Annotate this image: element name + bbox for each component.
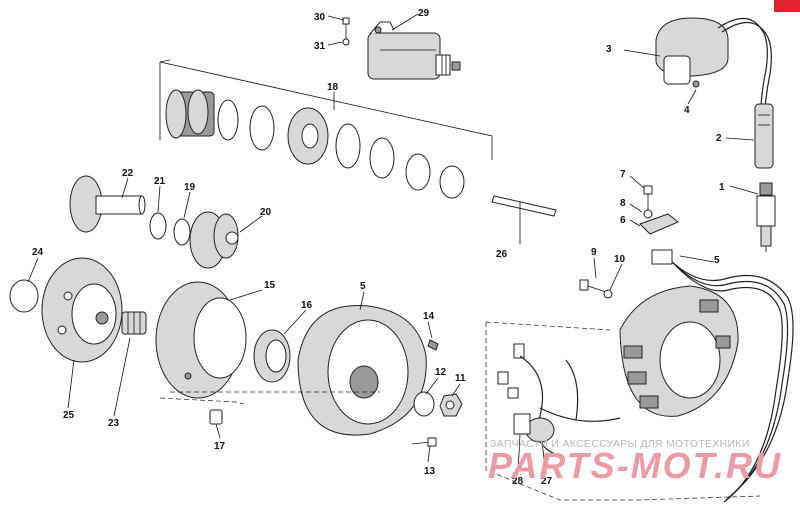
- washer-10: [603, 289, 613, 299]
- bolt-13: [411, 437, 437, 447]
- spark-plug-cap: [754, 103, 774, 169]
- callout-7: 7: [620, 169, 626, 180]
- group-bracket-18: [159, 59, 493, 160]
- callout-4: 4: [684, 105, 690, 116]
- starter-motor: [367, 21, 461, 80]
- dowel-pin: [491, 195, 557, 244]
- callout-18: 18: [327, 82, 339, 93]
- nut-11: [439, 393, 463, 417]
- harness-box: [485, 322, 761, 501]
- gear-20: [189, 211, 239, 269]
- callout-14: 14: [423, 311, 435, 322]
- callout-6: 6: [620, 215, 626, 226]
- callout-16: 16: [301, 300, 313, 311]
- callout-30: 30: [314, 12, 326, 23]
- spark-plug: [756, 182, 776, 252]
- callout-19: 19: [184, 182, 196, 193]
- leader-lines: [27, 13, 759, 475]
- callout-5-flywheel: 5: [360, 281, 366, 292]
- callouts: 30 29 31 3 4 18 2 1 22 21 19 7 8 6 20 26…: [32, 8, 725, 487]
- callout-2: 2: [716, 133, 722, 144]
- circlip-a: [249, 105, 275, 151]
- callout-10: 10: [614, 254, 626, 265]
- callout-28: 28: [512, 476, 524, 487]
- ignition-coil: [655, 17, 772, 135]
- callout-15: 15: [264, 280, 276, 291]
- callout-5-stator: 5: [714, 255, 720, 266]
- washer-b: [369, 137, 395, 179]
- connector-28: [513, 413, 531, 435]
- callout-26: 26: [496, 249, 508, 260]
- washer-a: [217, 99, 239, 141]
- starter-clutch-15: [155, 281, 247, 399]
- watermark-tagline: ЗАПЧАСТИ И АКСЕССУАРЫ ДЛЯ МОТОТЕХНИКИ: [490, 438, 750, 450]
- corner-badge: [774, 0, 800, 12]
- callout-27: 27: [541, 476, 553, 487]
- flywheel-gear-25: [41, 257, 123, 363]
- callout-9: 9: [591, 247, 597, 258]
- callout-22: 22: [122, 168, 134, 179]
- bolt-9: [579, 279, 607, 293]
- callout-29: 29: [418, 8, 430, 19]
- washer-21: [149, 212, 167, 240]
- washer-19: [173, 218, 191, 246]
- callout-8: 8: [620, 198, 626, 209]
- callout-24: 24: [32, 247, 44, 258]
- starter-bolt: [342, 17, 350, 46]
- flywheel-rotor-5: [297, 304, 427, 436]
- callout-20: 20: [260, 207, 272, 218]
- washer-8: [643, 209, 653, 219]
- harness-box-top: [485, 321, 611, 331]
- callout-1: 1: [719, 182, 725, 193]
- washer-24: [9, 279, 39, 313]
- assembly-line-a: [159, 397, 245, 405]
- stator-5: [619, 285, 739, 417]
- gear-pair-left: [165, 89, 215, 139]
- gear-middle: [287, 107, 329, 165]
- one-way-clutch-16: [253, 329, 291, 383]
- callout-31: 31: [314, 41, 326, 52]
- bolt-7: [643, 185, 653, 212]
- harness-connectors: [497, 343, 621, 457]
- watermark-brand: PARTS-MOT.RU: [488, 445, 782, 486]
- pickup-6: [639, 213, 679, 235]
- washer-12: [413, 391, 435, 417]
- stator-harness: [651, 249, 794, 503]
- needle-bearing-23: [121, 311, 147, 335]
- pin-17: [209, 409, 223, 425]
- callout-25: 25: [63, 410, 75, 421]
- circlip-c: [439, 165, 465, 199]
- callout-23: 23: [108, 418, 120, 429]
- gear-shaft-22: [69, 175, 146, 233]
- callout-3: 3: [606, 44, 612, 55]
- callout-17: 17: [214, 441, 226, 452]
- washer-c: [405, 153, 431, 191]
- callout-12: 12: [435, 367, 447, 378]
- callout-11: 11: [455, 373, 466, 384]
- callout-21: 21: [154, 176, 166, 187]
- circlip-b: [335, 123, 361, 169]
- woodruff-key-14: [427, 339, 439, 351]
- callout-13: 13: [424, 466, 436, 477]
